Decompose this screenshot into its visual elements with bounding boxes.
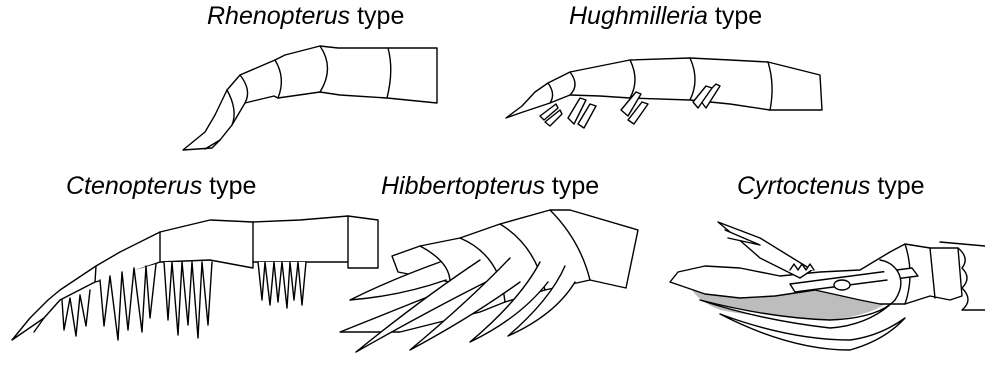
ctenopterus-comb-1	[258, 262, 306, 308]
ctenopterus-joint-4	[95, 266, 96, 282]
cyrtoctenus-eye	[834, 280, 850, 290]
rhenopterus-outline	[183, 46, 437, 150]
hughmilleria-appendage	[506, 58, 822, 128]
cyrtoctenus-distal-top	[940, 242, 985, 246]
ctenopterus-comb-2	[164, 262, 212, 338]
cyrtoctenus-distal	[958, 248, 985, 310]
rhenopterus-appendage	[183, 46, 437, 150]
cyrtoctenus-serration	[790, 264, 814, 270]
hibbertopterus-appendage	[340, 210, 638, 352]
cyrtoctenus-appendage	[670, 222, 985, 350]
ctenopterus-appendage	[12, 216, 378, 340]
